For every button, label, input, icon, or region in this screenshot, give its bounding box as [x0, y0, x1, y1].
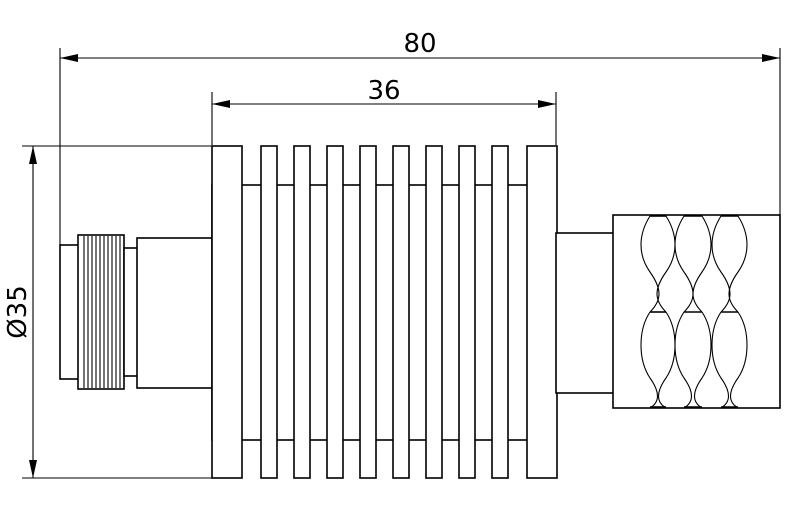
heatsink-fin: [425, 145, 443, 479]
arrowhead-left: [60, 54, 78, 62]
connector-front-face: [59, 244, 81, 380]
connector-neck: [555, 232, 615, 394]
heatsink-fin: [293, 145, 311, 479]
heatsink-end-plate-right: [526, 145, 558, 479]
dimension-heatsink-length: 36: [211, 76, 557, 145]
connector-threaded-coupling: [77, 234, 125, 390]
heatsink-fin: [392, 145, 410, 479]
left-connector: [59, 234, 214, 390]
heatsink: [211, 145, 558, 479]
dimension-label-diameter: Ø35: [3, 285, 33, 339]
heatsink-fin: [491, 145, 509, 479]
dimension-label-overall: 80: [403, 29, 436, 59]
connector-body: [136, 237, 214, 389]
arrowhead-right: [538, 100, 556, 108]
heatsink-fin: [359, 145, 377, 479]
dimension-label-heatsink: 36: [367, 76, 400, 106]
connector-collar: [123, 247, 139, 377]
arrowhead-top: [29, 146, 37, 164]
heatsink-fin: [458, 145, 476, 479]
heatsink-fin: [260, 145, 278, 479]
arrowhead-bottom: [29, 460, 37, 478]
right-connector: [555, 214, 781, 409]
dimension-overall-length: 80: [59, 29, 781, 245]
arrowhead-right: [762, 54, 780, 62]
coupling-knurl-lines: [83, 236, 121, 388]
heatsink-end-plate-left: [211, 145, 243, 479]
coupling-nut-grip-pattern: [640, 215, 748, 409]
dimension-diameter: Ø35: [3, 145, 212, 479]
arrowhead-left: [212, 100, 230, 108]
heatsink-fin: [326, 145, 344, 479]
